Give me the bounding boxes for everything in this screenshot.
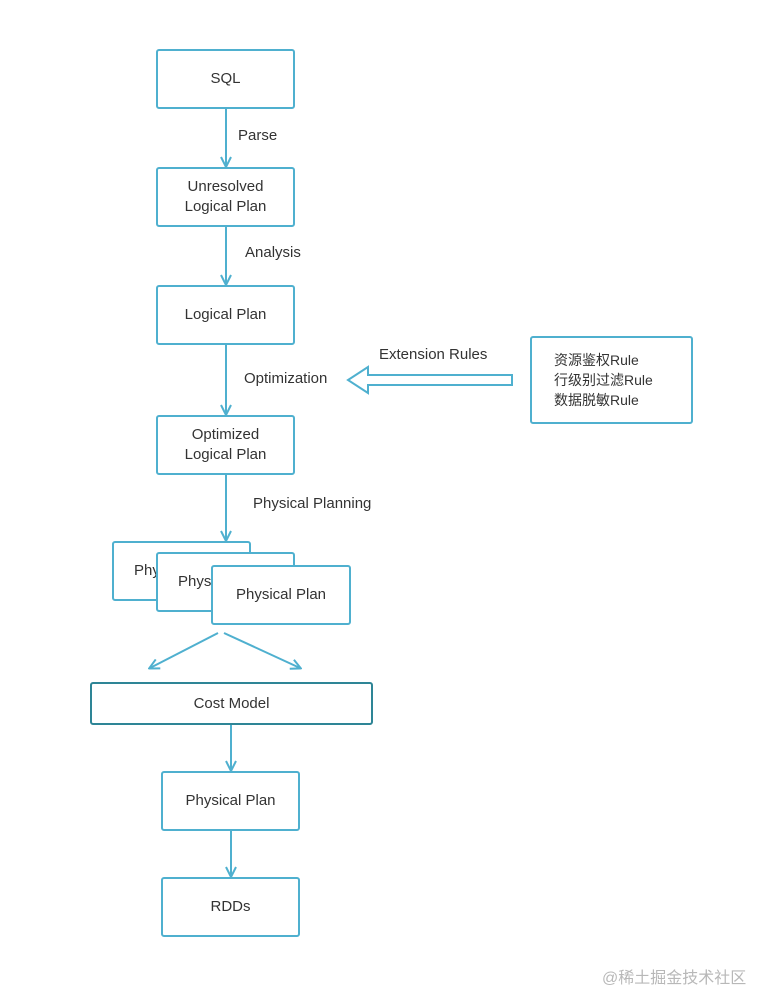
rdds-node: RDDs [161, 877, 300, 937]
parse-label: Parse [238, 127, 278, 144]
selected-physical-plan-node: Physical Plan [161, 771, 300, 831]
rule-row-filter: 行级别过滤Rule [554, 372, 653, 388]
extension-rules-arrow [346, 365, 513, 395]
physical-planning-label: Physical Planning [253, 495, 372, 512]
analysis-label: Analysis [245, 244, 301, 261]
physical-plan-candidate-front: Physical Plan [211, 565, 351, 625]
extension-rules-box: 资源鉴权Rule 行级别过滤Rule 数据脱敏Rule [530, 336, 693, 424]
arrow-to-cost-left [150, 632, 219, 668]
watermark: @稀土掘金技术社区 [602, 970, 747, 987]
unresolved-logical-plan-node: Unresolved Logical Plan [156, 167, 295, 227]
cost-model-node: Cost Model [90, 682, 373, 725]
rule-resource-auth: 资源鉴权Rule [554, 352, 639, 368]
logical-plan-node: Logical Plan [156, 285, 295, 345]
optimization-label: Optimization [244, 370, 328, 387]
optimized-logical-plan-node: Optimized Logical Plan [156, 415, 295, 475]
extension-rules-label: Extension Rules [379, 346, 488, 363]
rule-data-masking: 数据脱敏Rule [554, 392, 639, 408]
extension-rules-list: 资源鉴权Rule 行级别过滤Rule 数据脱敏Rule [554, 350, 653, 410]
arrow-to-cost-right [223, 632, 300, 668]
sql-node: SQL [156, 49, 295, 109]
